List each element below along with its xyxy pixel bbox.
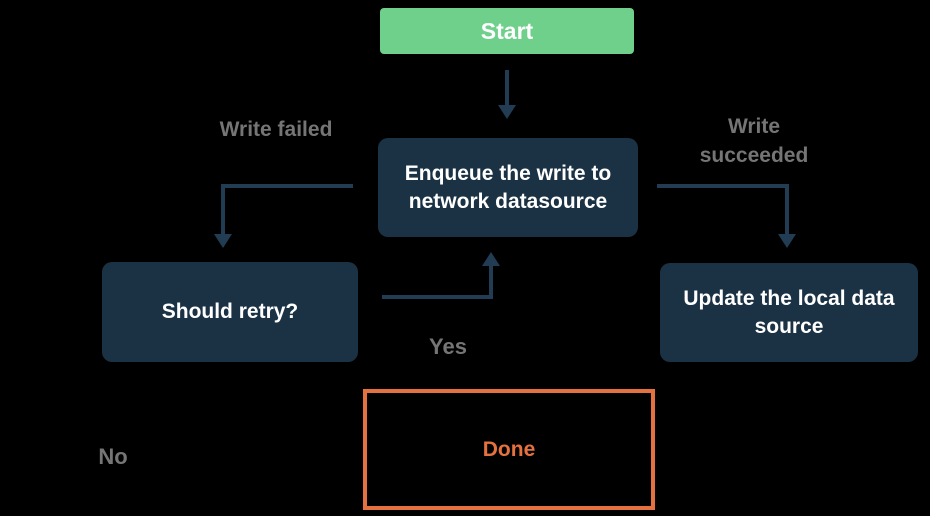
done-node-label: Done	[482, 437, 536, 461]
update-local-node: Update the local data source	[660, 263, 918, 362]
start-node: Start	[380, 8, 634, 54]
edge-enqueue-to-retry-hline	[221, 184, 353, 188]
should-retry-node: Should retry?	[102, 262, 358, 362]
enqueue-node-label: Enqueue the write to network datasource	[404, 161, 612, 213]
edge-enqueue-to-retry-vline	[221, 184, 225, 234]
arrowhead-down-icon	[214, 234, 232, 248]
arrowhead-up-icon	[482, 252, 500, 266]
edge-retry-to-enqueue-hline	[382, 295, 493, 299]
arrowhead-down-icon	[498, 105, 516, 119]
edge-label-write-succeeded: Write succeeded	[699, 115, 809, 167]
should-retry-node-label: Should retry?	[161, 300, 299, 323]
edge-enqueue-to-update-vline	[785, 184, 789, 234]
edge-label-yes: Yes	[429, 334, 467, 359]
enqueue-node: Enqueue the write to network datasource	[378, 138, 638, 237]
start-node-label: Start	[480, 17, 534, 44]
arrowhead-down-icon	[778, 234, 796, 248]
edge-label-no: No	[98, 444, 128, 469]
edge-enqueue-to-update-hline	[657, 184, 789, 188]
edge-start-to-enqueue-line	[505, 70, 509, 106]
edge-label-write-failed: Write failed	[219, 118, 333, 141]
done-node: Done	[363, 389, 655, 510]
update-local-node-label: Update the local data source	[683, 286, 895, 338]
edge-retry-to-enqueue-vline	[489, 266, 493, 299]
